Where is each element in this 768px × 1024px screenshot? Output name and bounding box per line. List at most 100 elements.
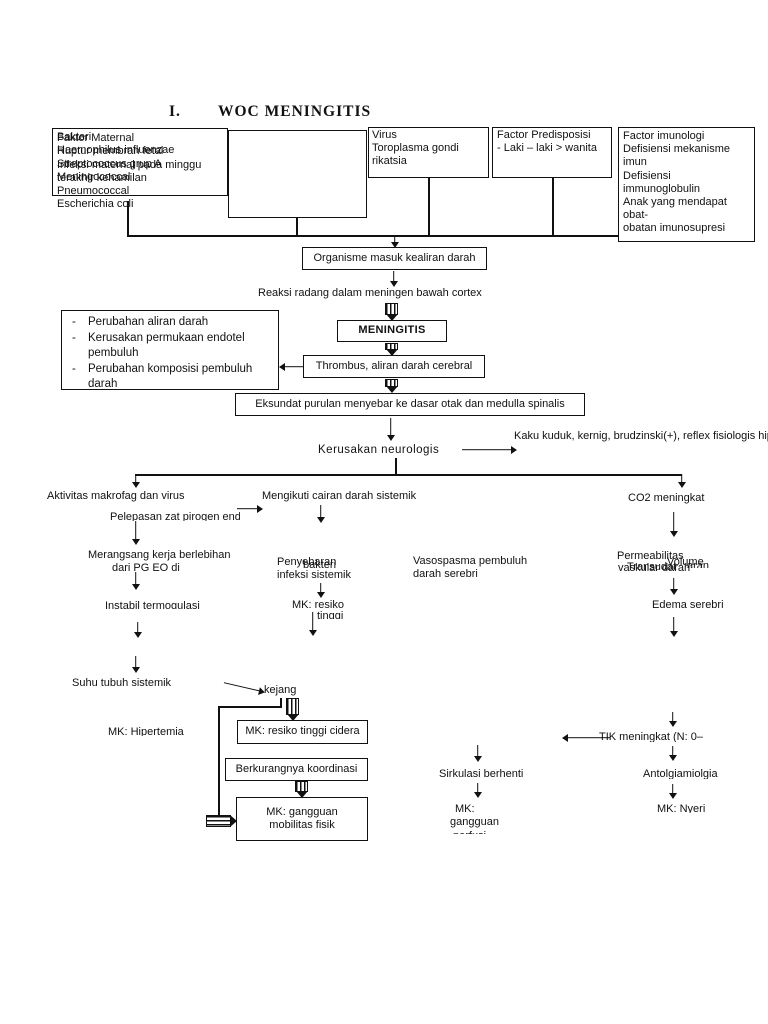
connector-line bbox=[428, 178, 430, 236]
node-berkurangnya-koordinasi: Berkurangnya koordinasi bbox=[225, 758, 368, 781]
connector-line bbox=[127, 201, 129, 236]
cause-box-predisposisi: Factor Predisposisi - Laki – laki > wani… bbox=[492, 127, 612, 178]
node-vasospasma: Vasospasma pembuluh bbox=[413, 555, 528, 567]
connector-line bbox=[218, 706, 220, 822]
arrow-left bbox=[279, 361, 303, 372]
predisposisi-line: - Laki – laki > wanita bbox=[497, 142, 597, 155]
title-numeral: I. bbox=[169, 103, 181, 120]
arrow-right bbox=[462, 444, 517, 455]
imunologi-line: Anak yang mendapat obat- bbox=[623, 196, 727, 222]
node-infeksi-sistemik: infeksi sistemik bbox=[277, 569, 351, 581]
node-vasospasma-line2: darah serebri bbox=[413, 568, 478, 580]
arrow-down bbox=[667, 784, 678, 799]
vascular-changes-box: -Perubahan aliran darah -Kerusakan permu… bbox=[61, 310, 279, 390]
node-vaskular-darah: vaskular darah bbox=[618, 562, 691, 574]
arrow-down bbox=[130, 521, 141, 545]
node-mk-resiko-line2: tinggi bbox=[317, 610, 344, 619]
arrow-down bbox=[667, 712, 678, 727]
node-instabil-termogulasi: Instabil termogulasi bbox=[105, 600, 200, 609]
arrow-down bbox=[315, 583, 326, 598]
node-transudat-overlap: Transudat bbox=[627, 561, 677, 573]
node-sirkulasi-berhenti: Sirkulasi berhenti bbox=[439, 768, 524, 779]
cause-box-virus: Virus Toroplasma gondi rikatsia bbox=[368, 127, 489, 178]
node-volume-overlap: Volume bbox=[667, 556, 704, 568]
arrow-down bbox=[472, 745, 483, 762]
arrow-left bbox=[562, 732, 610, 743]
node-organisme-label: Organisme masuk kealiran darah bbox=[313, 251, 476, 264]
node-permeabilitas: Permeabilitas bbox=[617, 550, 684, 562]
node-mk-gangguan-mid-line3: perfusi bbox=[453, 830, 513, 834]
connector-line bbox=[218, 706, 281, 708]
node-kerusakan-neurologis: Kerusakan neurologis bbox=[318, 444, 440, 456]
node-mk-hipertemia: MK: Hipertemia bbox=[108, 726, 184, 736]
connector-line bbox=[280, 698, 282, 708]
arrow-down bbox=[388, 271, 399, 287]
node-reaksi-radang: Reaksi radang dalam meningen bawah corte… bbox=[258, 287, 482, 299]
imunologi-line: obatan imunosupresi bbox=[623, 222, 726, 235]
node-penyebaran: Penyebaran bbox=[277, 556, 337, 568]
arrow-down bbox=[130, 474, 141, 488]
arrow-down bbox=[315, 505, 326, 523]
connector-line bbox=[296, 218, 298, 236]
node-antolgiamiolgia: Antolgiamiolgia bbox=[643, 768, 718, 779]
virus-line: rikatsia bbox=[372, 155, 407, 168]
hatched-arrow-right bbox=[206, 815, 237, 827]
node-tik-meningkat: TIK meningkat (N: 0– bbox=[599, 731, 703, 742]
list-item: -Perubahan aliran darah bbox=[72, 316, 209, 328]
hatched-arrow-down bbox=[295, 781, 308, 798]
arrow-down bbox=[667, 746, 678, 761]
connector-line bbox=[127, 235, 618, 237]
node-eksundat: Eksundat purulan menyebar ke dasar otak … bbox=[235, 393, 585, 416]
virus-line: Toroplasma gondi bbox=[372, 142, 459, 155]
arrow-diagonal bbox=[223, 677, 266, 697]
list-item: -Perubahan komposisi pembuluh darah bbox=[72, 362, 253, 391]
node-organisme: Organisme masuk kealiran darah bbox=[302, 247, 487, 270]
node-meningitis: MENINGITIS bbox=[337, 320, 447, 342]
node-co2-meningkat: CO2 meningkat bbox=[628, 492, 705, 504]
hatched-arrow-down bbox=[286, 698, 299, 721]
node-meningitis-label: MENINGITIS bbox=[358, 324, 426, 337]
arrow-down bbox=[676, 474, 687, 488]
arrow-down bbox=[668, 617, 679, 637]
node-mengikuti-cairan: Mengikuti cairan darah sistemik bbox=[262, 490, 417, 502]
arrow-down bbox=[385, 418, 396, 441]
arrow-down bbox=[130, 572, 141, 590]
arrow-down bbox=[668, 512, 679, 537]
node-penyebaran-overlap: bakteri bbox=[303, 559, 337, 571]
hatched-arrow-down bbox=[385, 379, 398, 393]
node-merangsang: Merangsang kerja berlebihan bbox=[88, 549, 231, 561]
node-kejang: kejang bbox=[264, 684, 297, 696]
node-thrombus-label: Thrombus, aliran darah cerebral bbox=[315, 359, 473, 372]
node-eksundat-label: Eksundat purulan menyebar ke dasar otak … bbox=[255, 397, 565, 410]
connector-line bbox=[135, 474, 682, 476]
node-kaku-kuduk: Kaku kuduk, kernig, brudzinski(+), refle… bbox=[514, 430, 768, 442]
node-edema-serebri: Edema serebri bbox=[652, 599, 724, 611]
node-gangguan-line1: MK: gangguan bbox=[266, 805, 338, 818]
node-mk-gangguan-mid: MK: bbox=[455, 803, 475, 815]
arrow-down bbox=[472, 783, 483, 798]
list-item: -Kerusakan permukaan endotel pembuluh bbox=[72, 331, 245, 360]
node-mk-gangguan-mobilitas: MK: gangguan mobilitas fisik bbox=[236, 797, 368, 841]
connector-line bbox=[552, 178, 554, 236]
node-koordinasi-label: Berkurangnya koordinasi bbox=[235, 762, 358, 775]
arrow-down bbox=[130, 656, 141, 673]
page-title: WOC MENINGITIS bbox=[218, 103, 372, 120]
arrow-down bbox=[132, 622, 143, 638]
node-mk-gangguan-mid-line2: gangguan bbox=[450, 816, 499, 828]
node-merangsang-line2: dari PG EO di bbox=[112, 562, 180, 574]
node-thrombus: Thrombus, aliran darah cerebral bbox=[303, 355, 485, 378]
imunologi-line: Defisiensi mekanisme imun bbox=[623, 143, 730, 169]
arrow-right bbox=[237, 503, 263, 514]
connector-line bbox=[395, 458, 397, 475]
node-fragment: aran bbox=[687, 560, 710, 568]
arrow-down bbox=[307, 612, 318, 636]
arrow-down bbox=[668, 578, 679, 595]
node-mk-resiko-cidera-label: MK: resiko tinggi cidera bbox=[245, 725, 360, 738]
node-mk-resiko-cidera: MK: resiko tinggi cidera bbox=[237, 720, 368, 744]
node-mk-nyeri: MK: Nyeri bbox=[657, 803, 706, 813]
hatched-arrow-down bbox=[385, 303, 398, 321]
imunologi-line: Factor imunologi bbox=[623, 130, 705, 142]
